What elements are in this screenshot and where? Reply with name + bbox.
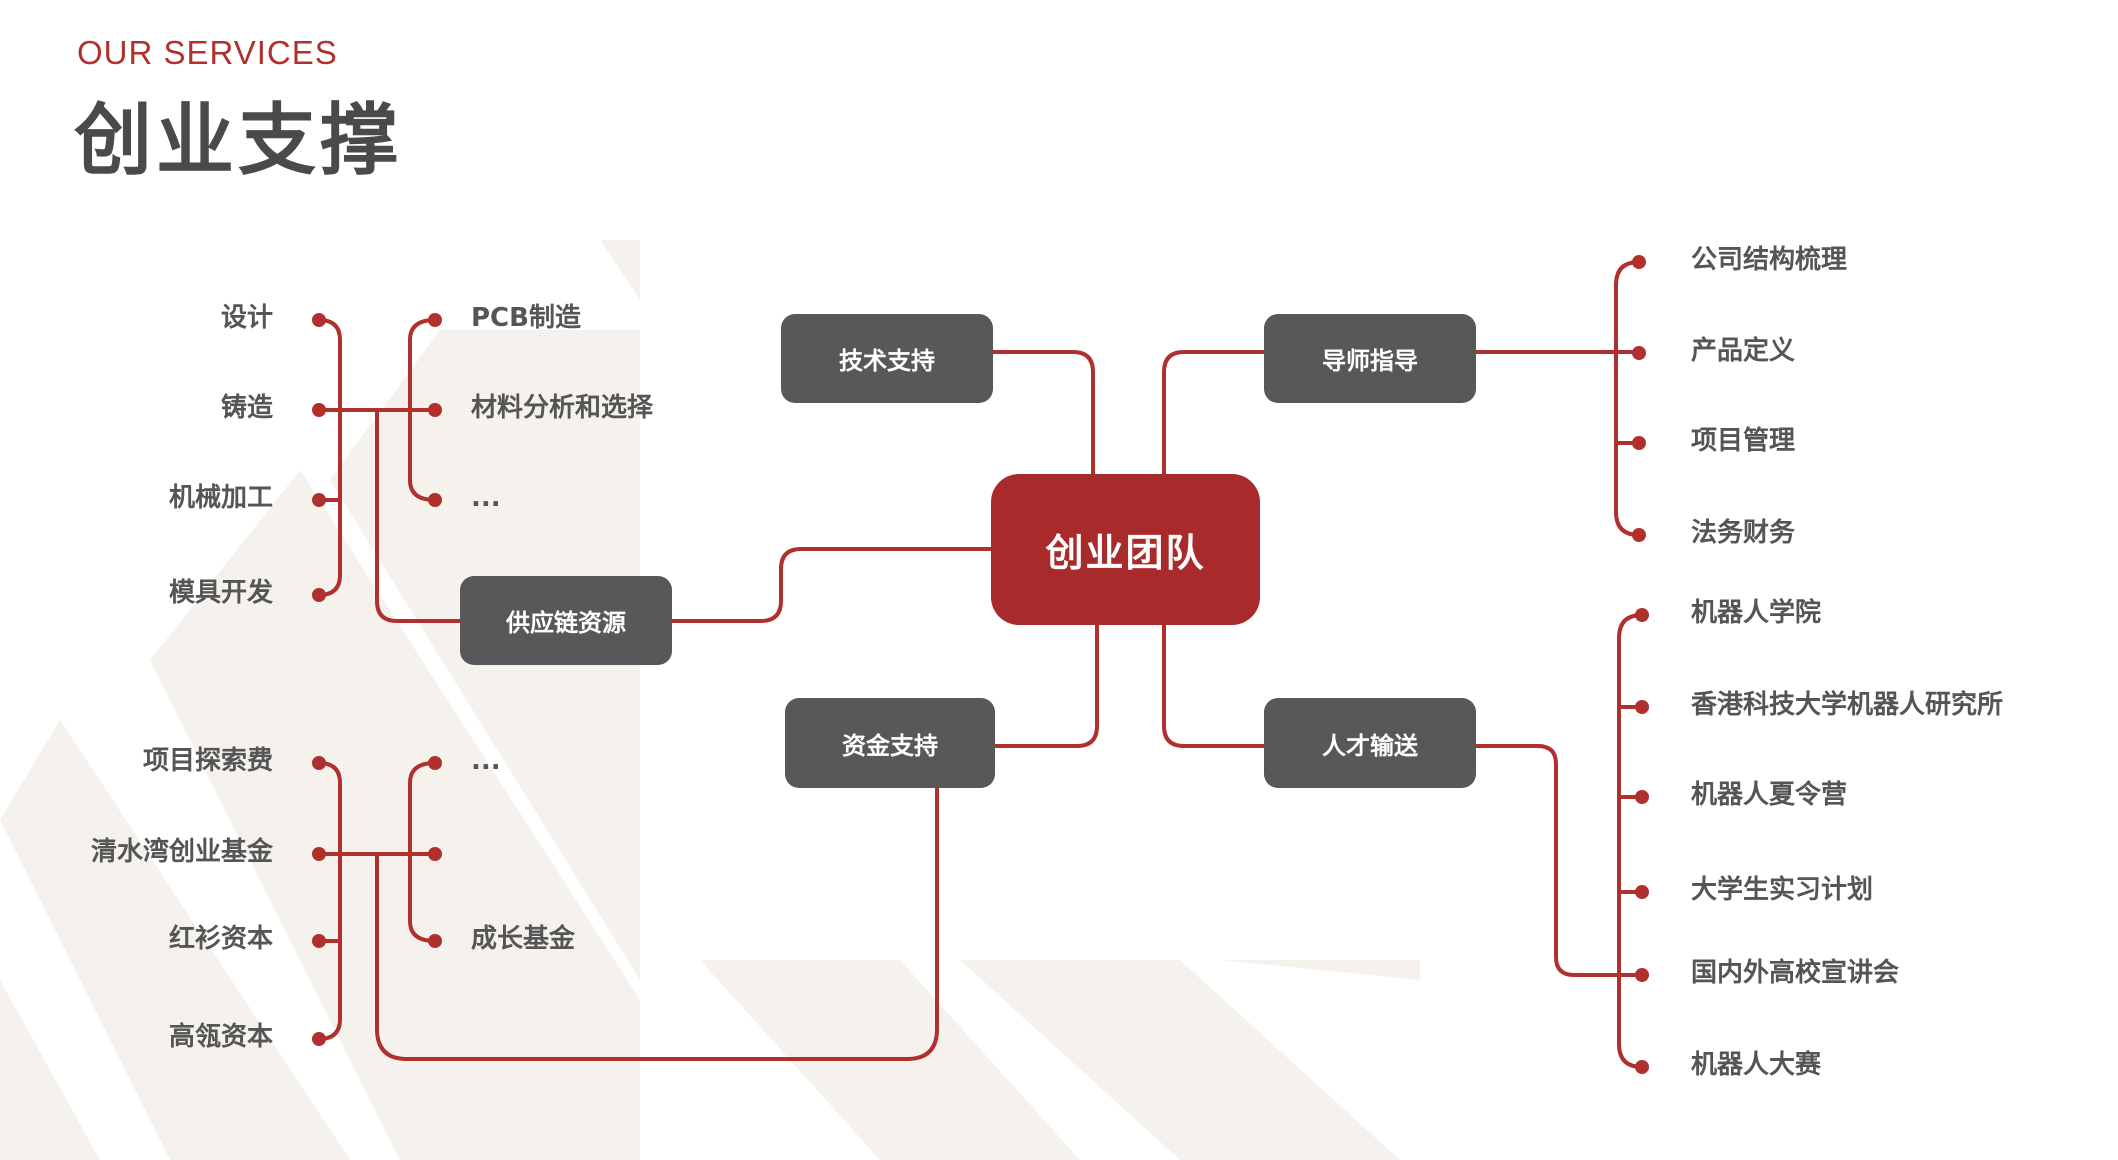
- list-item: 产品定义: [1691, 336, 1796, 366]
- list-item: 清水湾创业基金: [90, 837, 273, 867]
- supply-hub: [319, 408, 460, 623]
- node-tech-support[interactable]: 技术支持: [781, 314, 993, 403]
- bullet-dot: [312, 1032, 326, 1046]
- bullet-dot: [1632, 528, 1646, 542]
- list-item: 项目探索费: [142, 746, 273, 776]
- eyebrow-heading: OUR SERVICES: [77, 34, 338, 71]
- connector-mentor: [1162, 350, 1264, 476]
- list-item: 法务财务: [1691, 518, 1796, 548]
- mentor-bracket: [1476, 260, 1640, 537]
- supply-left-bracket: [318, 318, 342, 597]
- bullet-dot: [1635, 608, 1649, 622]
- bullet-dot: [1632, 255, 1646, 269]
- list-item: 机器人夏令营: [1691, 780, 1848, 810]
- connector-talent: [1162, 623, 1264, 748]
- bullet-dot: [1635, 968, 1649, 982]
- bullet-dot: [428, 493, 442, 507]
- list-item: 项目管理: [1691, 426, 1796, 456]
- bullet-dot: [312, 756, 326, 770]
- page-title: 创业支撑: [74, 96, 403, 186]
- list-item: ...: [471, 483, 501, 513]
- list-item: ...: [471, 746, 501, 776]
- node-label: 创业团队: [1045, 531, 1206, 575]
- connector-tech: [993, 350, 1095, 476]
- bullet-dot: [312, 313, 326, 327]
- list-item: 模具开发: [168, 578, 273, 608]
- bullet-dot: [312, 403, 326, 417]
- list-item: 设计: [220, 303, 273, 333]
- node-talent[interactable]: 人才输送: [1264, 698, 1476, 788]
- bullet-dot: [1632, 436, 1646, 450]
- list-item: 香港科技大学机器人研究所: [1691, 690, 2004, 720]
- bullet-dot: [1635, 700, 1649, 714]
- list-item: 成长基金: [471, 924, 576, 954]
- funding-hub: [319, 788, 939, 1061]
- node-label: 资金支持: [842, 731, 938, 760]
- list-item: 铸造: [220, 393, 273, 423]
- funding-left-bracket: [318, 761, 342, 1041]
- list-item: 红衫资本: [168, 924, 273, 954]
- list-item: 机械加工: [168, 483, 273, 513]
- list-item: 材料分析和选择: [471, 393, 654, 423]
- node-mentor[interactable]: 导师指导: [1264, 314, 1476, 403]
- bullet-dot: [1635, 885, 1649, 899]
- list-item: PCB制造: [471, 303, 581, 333]
- list-item: 公司结构梳理: [1691, 245, 1848, 275]
- bullet-dot: [312, 934, 326, 948]
- connector-funding: [995, 623, 1099, 748]
- bullet-dot: [428, 403, 442, 417]
- node-label: 技术支持: [839, 347, 935, 375]
- bullet-dot: [1632, 346, 1646, 360]
- list-item: 机器人学院: [1691, 598, 1822, 628]
- talent-hub: [1476, 744, 1642, 977]
- node-supply-chain[interactable]: 供应链资源: [460, 576, 672, 665]
- bullet-dot: [428, 934, 442, 948]
- bullet-dot: [428, 847, 442, 861]
- node-label: 导师指导: [1322, 347, 1418, 375]
- bullet-dot: [312, 588, 326, 602]
- list-item: 机器人大赛: [1691, 1050, 1822, 1080]
- node-label: 人才输送: [1322, 731, 1418, 760]
- bullet-dot: [1635, 790, 1649, 804]
- bullet-dot: [428, 313, 442, 327]
- node-label: 供应链资源: [506, 609, 626, 637]
- connector-supply: [672, 547, 993, 623]
- bullet-dot: [312, 847, 326, 861]
- node-funding[interactable]: 资金支持: [785, 698, 995, 788]
- list-item: 高瓴资本: [168, 1022, 273, 1052]
- node-center-team[interactable]: 创业团队: [991, 474, 1260, 625]
- bullet-dot: [1635, 1060, 1649, 1074]
- talent-bracket: [1617, 613, 1643, 1069]
- bullet-dot: [312, 493, 326, 507]
- bullet-dot: [428, 756, 442, 770]
- list-item: 国内外高校宣讲会: [1691, 958, 1900, 988]
- list-item: 大学生实习计划: [1691, 875, 1874, 905]
